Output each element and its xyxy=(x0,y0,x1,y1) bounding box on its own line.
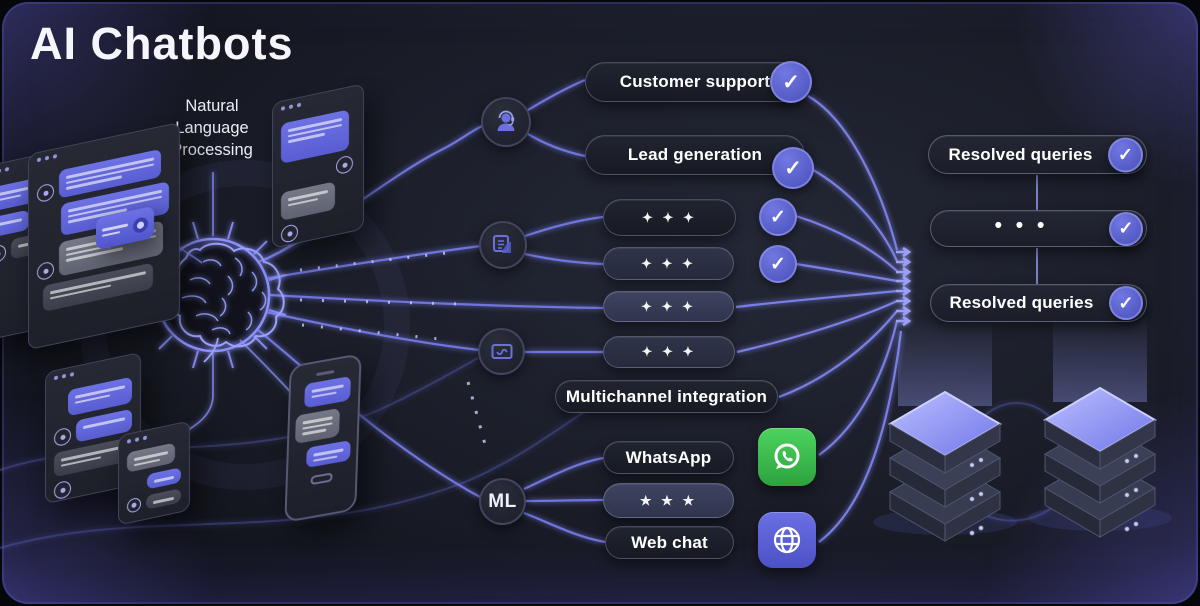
nlp-label: Natural Language Processing xyxy=(148,96,276,161)
pill-redacted-4: ✦ ✦ ✦ xyxy=(603,336,735,368)
pill-redacted-2: ✦ ✦ ✦ xyxy=(603,247,734,280)
avatar xyxy=(37,182,54,204)
chat-window-icon xyxy=(491,343,512,359)
avatar xyxy=(54,479,71,501)
pill-lead-generation: Lead generation xyxy=(585,135,805,175)
window-controls xyxy=(281,102,301,111)
pill-resolved-queries-1: Resolved queries ✓ xyxy=(928,135,1147,174)
pill-whatsapp: WhatsApp xyxy=(603,441,734,474)
nlp-line: Processing xyxy=(171,140,253,159)
document-chat-node xyxy=(479,221,527,269)
support-agent-icon xyxy=(497,110,515,131)
chat-bubble xyxy=(281,181,335,221)
chat-window-top xyxy=(272,83,364,249)
check-icon: ✓ xyxy=(1109,286,1143,320)
pill-label: ✦ ✦ ✦ xyxy=(641,344,697,359)
globe-icon xyxy=(758,512,816,568)
check-icon: ✓ xyxy=(1108,137,1143,172)
chat-icon xyxy=(133,215,148,234)
chat-bubble xyxy=(281,109,349,164)
pill-label: ✦ ✦ ✦ xyxy=(642,209,697,225)
pill-label: Resolved queries xyxy=(948,144,1093,164)
avatar xyxy=(54,426,71,448)
chat-bubble xyxy=(127,442,175,473)
window-controls xyxy=(127,435,147,444)
pill-resolved-queries-2: Resolved queries ✓ xyxy=(930,284,1147,322)
pill-label: WhatsApp xyxy=(625,447,712,467)
ml-node: ML xyxy=(479,478,526,525)
pill-label: • • • xyxy=(994,213,1049,237)
pill-label: ✦ ✦ ✦ xyxy=(641,255,696,271)
bubble-text-lines xyxy=(102,220,128,240)
avatar xyxy=(0,243,6,265)
pill-redacted-channel: ★ ★ ★ xyxy=(603,483,734,518)
support-agent-node xyxy=(481,97,531,147)
nlp-line: Natural xyxy=(185,97,239,115)
nlp-line: Language xyxy=(175,118,249,137)
chat-window-node xyxy=(478,328,525,375)
check-icon: ✓ xyxy=(759,198,797,236)
whatsapp-icon xyxy=(758,428,816,486)
pill-label: Customer support xyxy=(619,72,771,91)
phone-speaker xyxy=(316,369,335,377)
pill-label: ★ ★ ★ xyxy=(639,492,698,508)
pill-label: Multichannel integration xyxy=(565,386,768,406)
pill-customer-support: Customer support xyxy=(585,62,805,102)
chat-bubble xyxy=(306,440,351,469)
check-icon: ✓ xyxy=(759,245,797,283)
chat-window-bottom-b xyxy=(118,420,190,526)
avatar xyxy=(127,496,141,514)
smartphone xyxy=(284,353,362,523)
pill-label: Lead generation xyxy=(627,145,763,164)
window-controls xyxy=(54,372,74,381)
chat-bubble xyxy=(147,467,181,490)
pill-redacted-1: ✦ ✦ ✦ xyxy=(603,199,736,236)
pill-multichannel-integration: Multichannel integration xyxy=(555,380,778,413)
phone-home-button xyxy=(310,472,333,486)
check-icon: ✓ xyxy=(1109,211,1143,246)
avatar xyxy=(281,223,298,244)
chat-bubble xyxy=(294,407,340,444)
check-icon: ✓ xyxy=(770,61,812,103)
pill-redacted-3: ✦ ✦ ✦ xyxy=(603,291,734,322)
page-title: AI Chatbots xyxy=(30,18,294,69)
check-icon: ✓ xyxy=(772,147,814,189)
chat-bubble xyxy=(0,209,29,239)
document-chat-icon xyxy=(493,235,511,253)
pill-redacted-right: • • • ✓ xyxy=(930,210,1147,247)
chat-bubble xyxy=(304,375,351,409)
pill-web-chat: Web chat xyxy=(605,526,734,559)
window-controls xyxy=(37,153,57,163)
ml-label: ML xyxy=(488,490,517,512)
avatar xyxy=(336,154,353,176)
pill-label: ✦ ✦ ✦ xyxy=(641,298,696,314)
window-controls xyxy=(0,166,9,175)
avatar xyxy=(37,260,54,282)
chat-bubble xyxy=(146,488,181,510)
pill-label: Web chat xyxy=(631,532,708,552)
pill-label: Resolved queries xyxy=(949,293,1094,312)
